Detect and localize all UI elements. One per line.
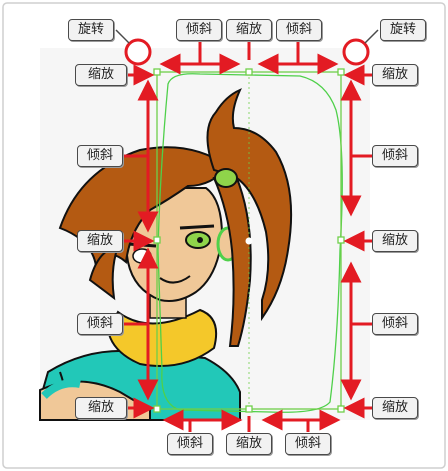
handle-top-middle[interactable]: [245, 68, 253, 76]
rotate-handle-icon[interactable]: [342, 38, 370, 66]
rotate-label-top-right: 旋转: [380, 19, 426, 41]
scale-label-right-middle: 缩放: [372, 230, 418, 252]
scale-label-bottom-middle: 缩放: [226, 433, 272, 455]
rotate-label-top-left: 旋转: [68, 19, 114, 41]
skew-label-right-lower: 倾斜: [372, 313, 418, 335]
skew-label-bottom-right: 倾斜: [285, 433, 331, 455]
handle-bottom-right[interactable]: [337, 405, 345, 413]
ponytail: [206, 88, 293, 322]
skew-label-left-lower: 倾斜: [77, 313, 123, 335]
handle-middle-left[interactable]: [153, 236, 161, 244]
skew-label-left-upper: 倾斜: [77, 145, 123, 167]
arrow-icon: [124, 40, 372, 432]
skew-label-top-right: 倾斜: [276, 19, 322, 41]
handle-middle-right[interactable]: [337, 236, 345, 244]
scale-label-left-bottom: 缩放: [75, 397, 127, 419]
handle-bottom-left[interactable]: [153, 405, 161, 413]
hair-tie: [214, 168, 238, 188]
scale-label-left-top: 缩放: [75, 64, 127, 86]
handle-bottom-middle[interactable]: [245, 405, 253, 413]
scale-label-right-top: 缩放: [372, 64, 418, 86]
skew-label-right-upper: 倾斜: [372, 145, 418, 167]
scale-label-top-middle: 缩放: [226, 19, 272, 41]
pivot-point[interactable]: [245, 237, 253, 245]
handle-top-right[interactable]: [337, 68, 345, 76]
scale-label-right-bottom: 缩放: [372, 397, 418, 419]
skew-label-bottom-left: 倾斜: [167, 433, 213, 455]
rotate-handle-icon[interactable]: [124, 38, 152, 66]
skew-label-top-left: 倾斜: [176, 19, 222, 41]
handle-top-left[interactable]: [153, 68, 161, 76]
scale-label-left-middle: 缩放: [77, 230, 123, 252]
